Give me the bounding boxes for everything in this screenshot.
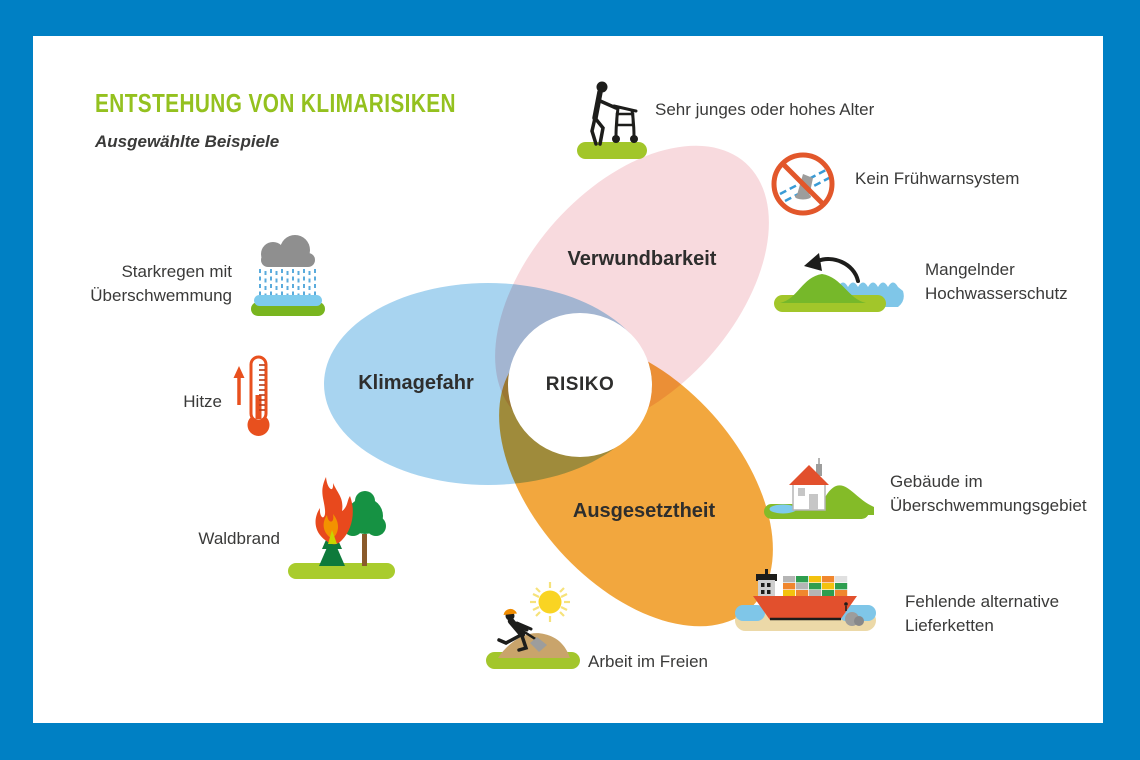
example-label: Arbeit im Freien bbox=[588, 652, 708, 671]
flood-protection-icon bbox=[774, 253, 904, 312]
example-label: Gebäude im Überschwemmungsgebiet bbox=[890, 472, 1087, 515]
example-label: Kein Frühwarnsystem bbox=[855, 169, 1020, 188]
example-label: Sehr junges oder hohes Alter bbox=[655, 100, 875, 119]
venn-label-verwundbarkeit: Verwundbarkeit bbox=[567, 248, 717, 270]
example-label: Fehlende alternative Lieferketten bbox=[905, 592, 1060, 635]
heavy-rain-flood-icon bbox=[251, 235, 325, 316]
thermometer-icon bbox=[233, 355, 270, 436]
page-title: ENTSTEHUNG VON KLIMARISIKEN bbox=[95, 88, 456, 118]
no-early-warning-icon bbox=[771, 152, 835, 216]
example-label: Mangelnder Hochwasserschutz bbox=[925, 260, 1068, 303]
forest-fire-icon bbox=[288, 477, 395, 579]
elderly-walker-icon bbox=[577, 81, 647, 159]
page-subtitle: Ausgewählte Beispiele bbox=[95, 132, 280, 151]
risk-center-circle: RISIKO bbox=[508, 313, 652, 457]
house-floodplain-icon bbox=[764, 458, 874, 519]
example-label: Waldbrand bbox=[198, 529, 280, 548]
cargo-ship-icon bbox=[735, 569, 876, 631]
outdoor-work-icon bbox=[486, 582, 580, 669]
example-label: Starkregen mit Überschwemmung bbox=[90, 262, 232, 305]
venn-label-ausgesetztheit: Ausgesetztheit bbox=[572, 500, 716, 522]
risk-label: RISIKO bbox=[545, 374, 615, 395]
venn-label-klimagefahr: Klimagefahr bbox=[358, 372, 474, 394]
example-label: Hitze bbox=[183, 392, 222, 411]
